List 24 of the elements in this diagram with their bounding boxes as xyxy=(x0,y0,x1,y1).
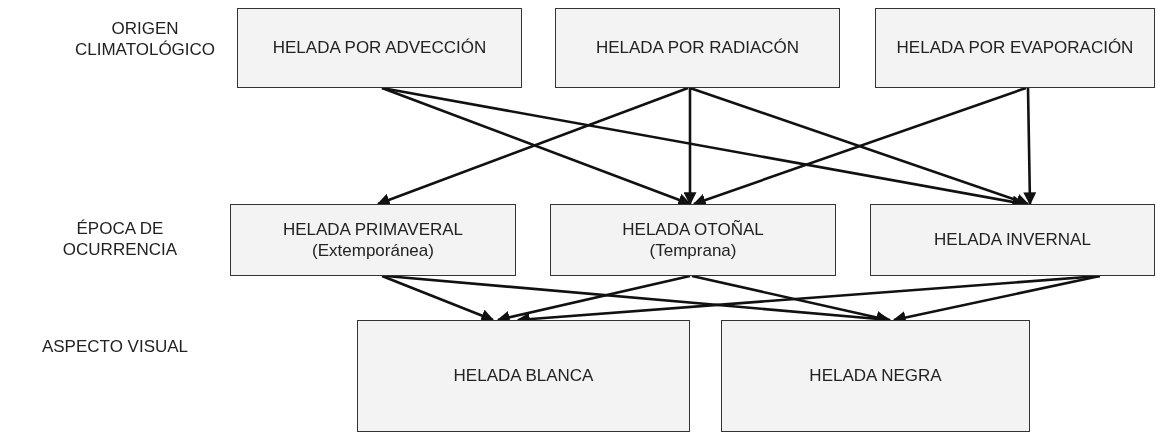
row-label: ÉPOCA DE OCURRENCIA xyxy=(61,218,179,261)
arrow xyxy=(683,88,697,206)
box-title: HELADA PRIMAVERAL xyxy=(282,218,464,240)
box-subtitle: (Extemporánea) xyxy=(312,240,434,262)
box-title: HELADA POR ADVECCIÓN xyxy=(272,37,487,59)
box-title: HELADA OTOÑAL xyxy=(622,218,764,240)
row-label: ORIGEN CLIMATOLÓGICO xyxy=(73,18,217,61)
box xyxy=(230,204,516,276)
box xyxy=(357,320,690,432)
box xyxy=(555,8,840,88)
box xyxy=(721,320,1030,432)
box-title: HELADA POR RADIACÓN xyxy=(595,37,800,59)
box xyxy=(550,204,836,276)
box-title: HELADA INVERNAL xyxy=(934,229,1091,251)
box-title: HELADA BLANCA xyxy=(453,365,594,387)
arrow xyxy=(1023,87,1037,206)
box xyxy=(875,8,1155,88)
box xyxy=(237,8,522,88)
row-label: ASPECTO VISUAL xyxy=(40,336,190,358)
box-title: HELADA POR EVAPORACIÓN xyxy=(896,37,1134,59)
box-title: HELADA NEGRA xyxy=(809,365,942,387)
box-subtitle: (Temprana) xyxy=(649,240,737,262)
arrow xyxy=(381,274,495,322)
box xyxy=(870,204,1155,276)
